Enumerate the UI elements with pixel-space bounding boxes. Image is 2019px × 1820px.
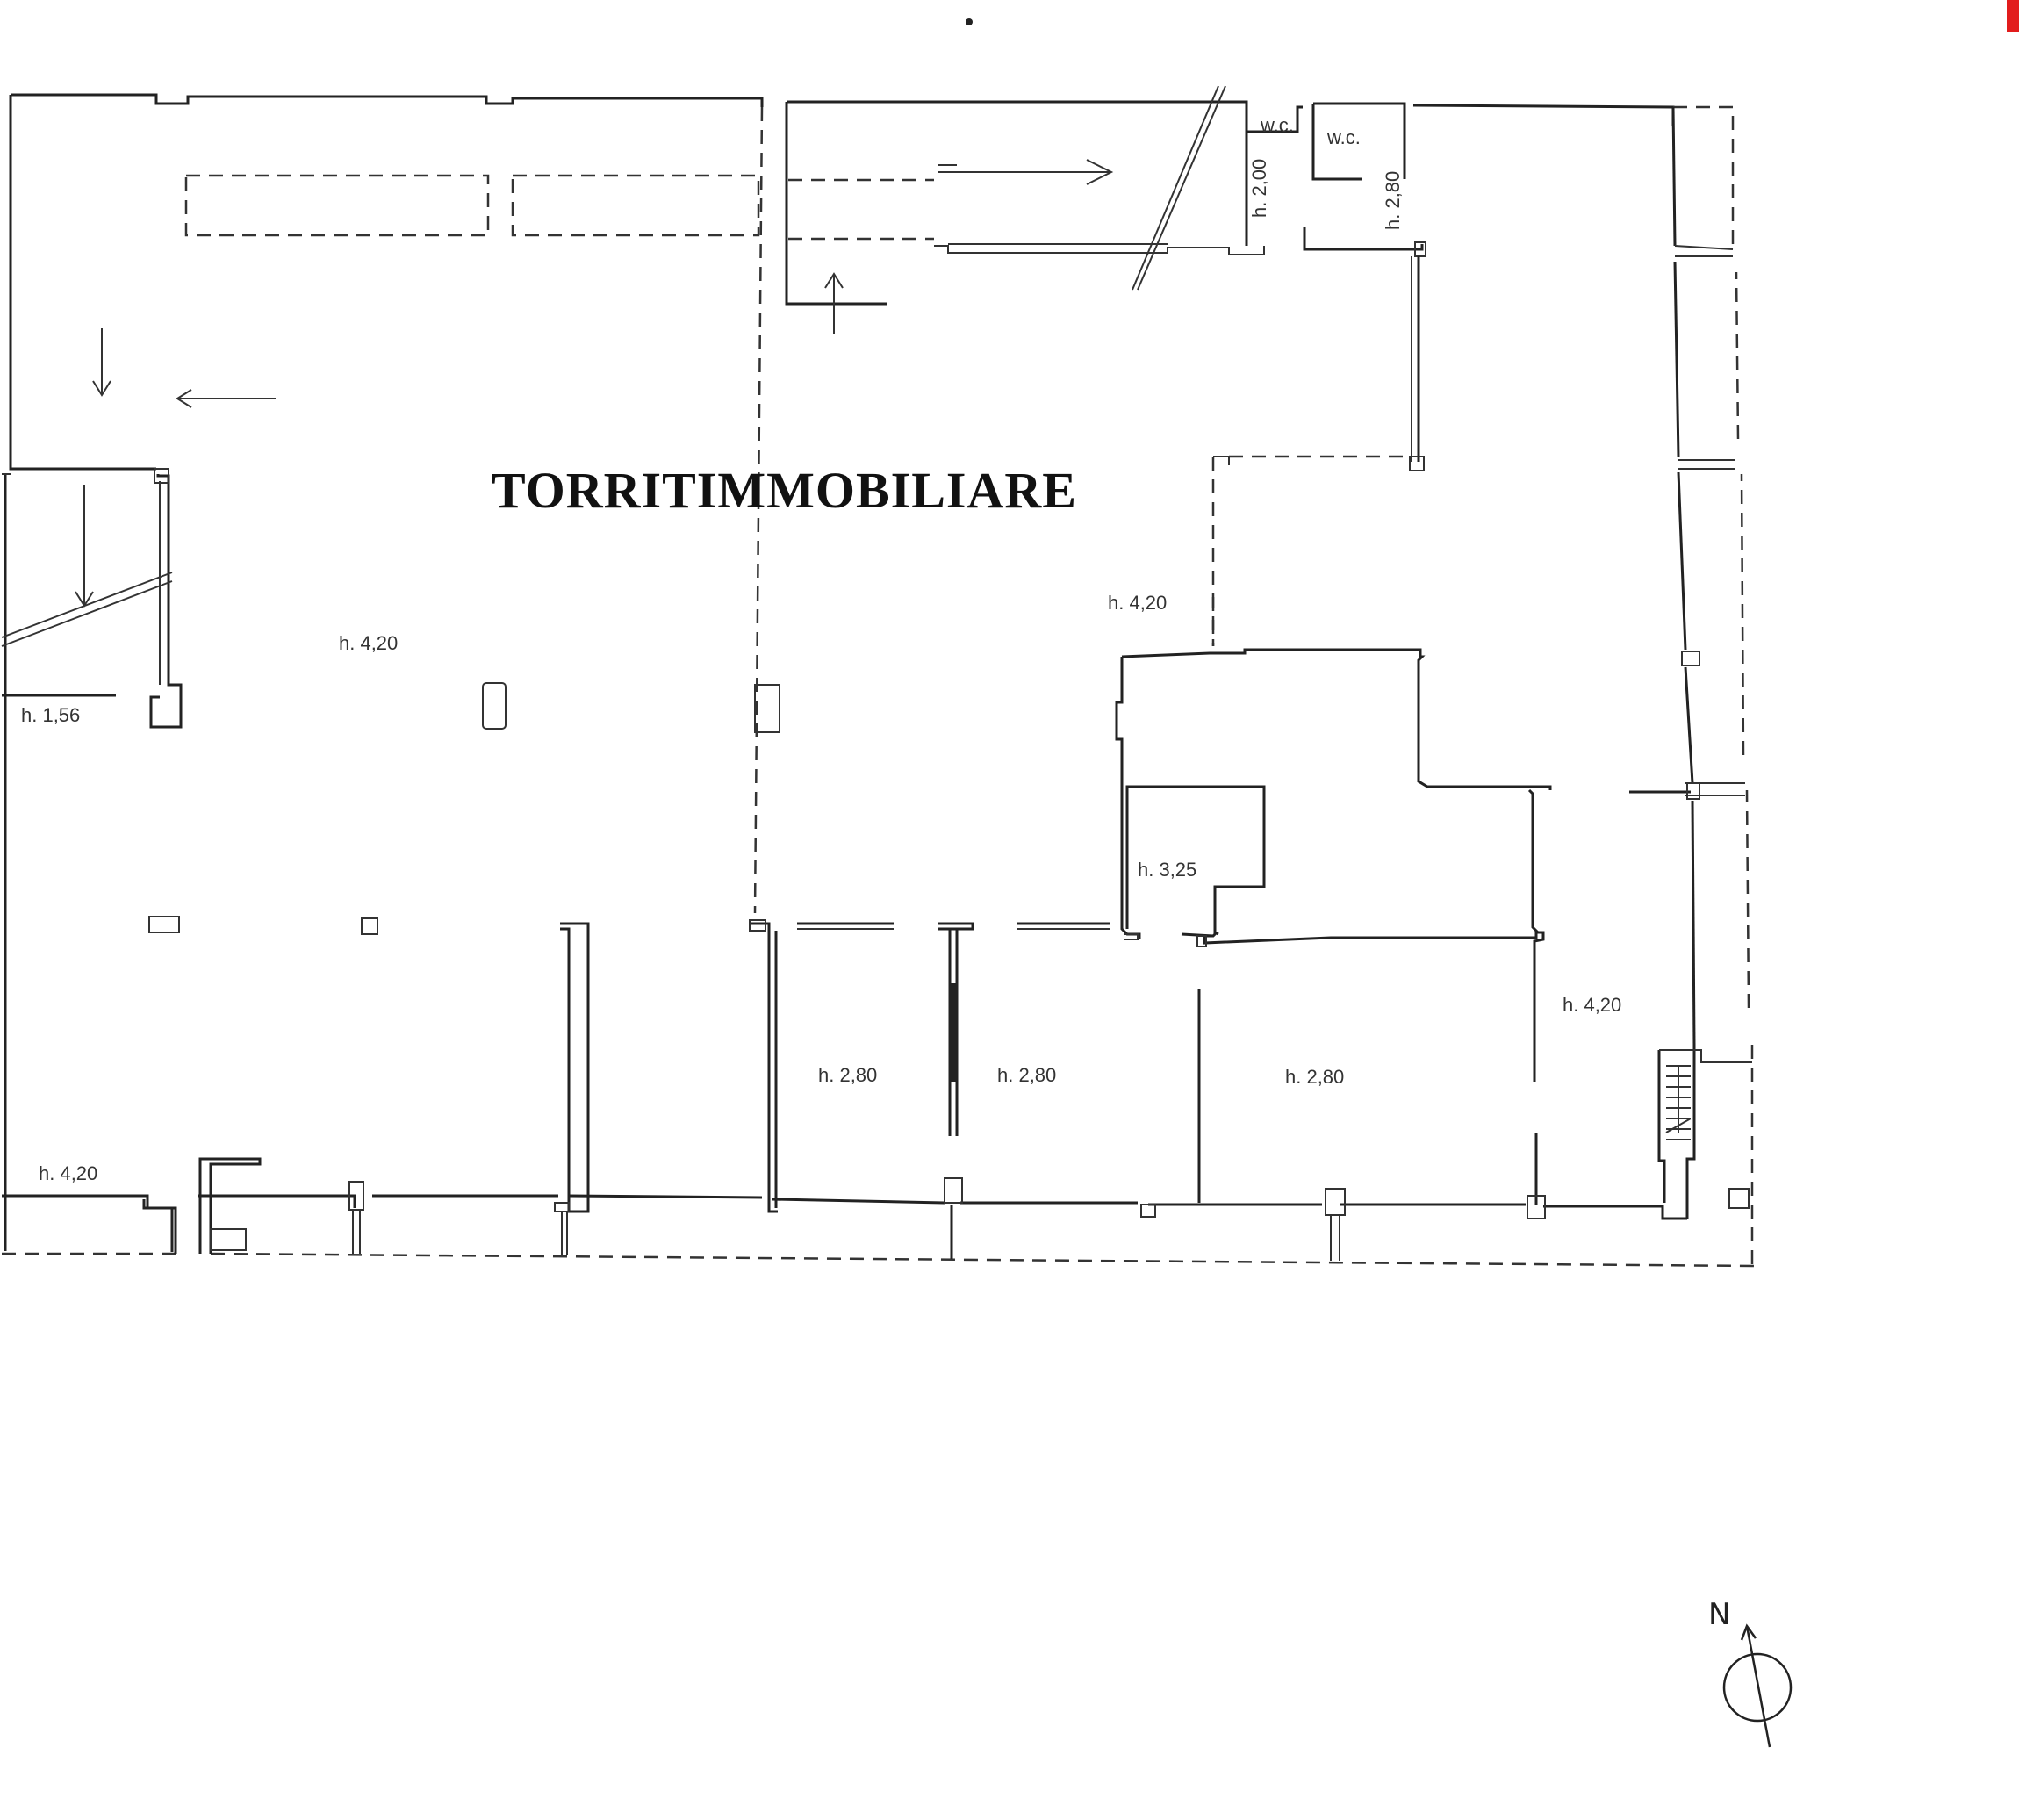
label-h-280-wc: h. 2,80 [1382,171,1404,230]
center-rooms [142,455,1552,1261]
room-labels: w.c. w.c. h. 2,00 h. 2,80 h. 4,20 h. 1,5… [21,114,1621,1184]
columns [148,651,1750,1218]
watermark: TORRITIMMOBILIARE [492,462,1077,519]
label-wc-2: w.c. [1326,126,1361,148]
label-h-420-right: h. 4,20 [1563,994,1621,1016]
label-h-280-a: h. 2,80 [818,1064,877,1086]
label-h-420-bottom-left: h. 4,20 [39,1162,97,1184]
corner-red-mark [2007,0,2019,32]
north-arrow-icon: N [1708,1597,1793,1748]
scan-speck [966,18,973,25]
label-h-156: h. 1,56 [21,704,80,726]
central-divider [753,106,764,914]
overhead-outlines [184,174,934,241]
ramp-room [785,85,1265,334]
label-h-280-b: h. 2,80 [997,1064,1056,1086]
right-wall [1629,106,1752,1219]
stair-treads [1665,1065,1692,1140]
label-h-200: h. 2,00 [1248,159,1270,218]
outer-walls [2,93,1757,1268]
label-h-325: h. 3,25 [1138,859,1196,881]
label-h-280-c: h. 2,80 [1285,1066,1344,1088]
wc-block [1245,104,1426,471]
left-ramp [1,328,276,729]
label-h-420-left: h. 4,20 [339,632,398,654]
label-h-420-center: h. 4,20 [1108,592,1167,614]
north-label: N [1708,1597,1730,1632]
label-wc-1: w.c. [1260,114,1294,136]
